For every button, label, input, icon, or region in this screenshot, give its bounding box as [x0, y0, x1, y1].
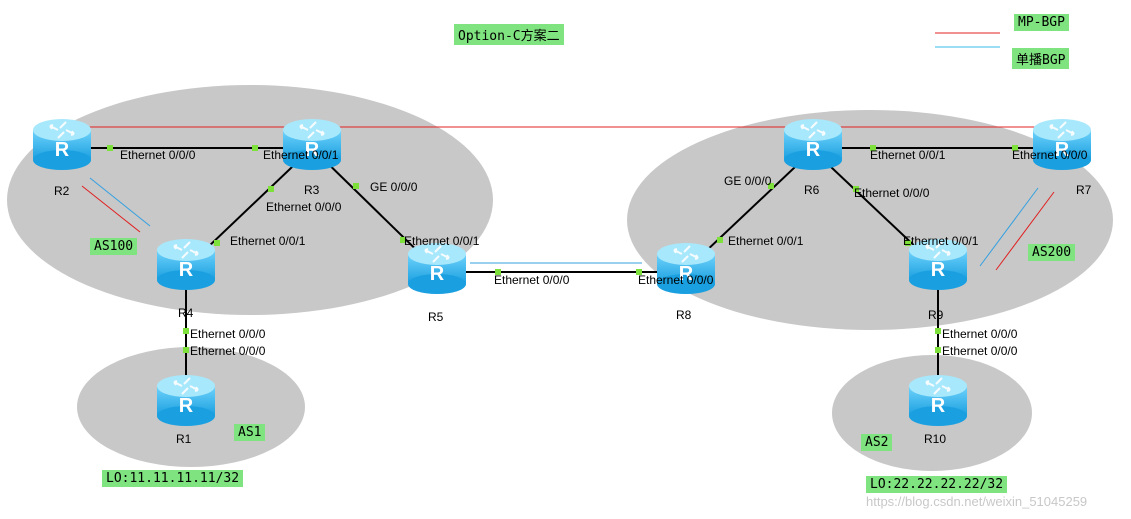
iface-r1-eth000: Ethernet 0/0/0	[190, 344, 266, 358]
router-r3-label: R3	[304, 183, 320, 197]
legend-unicast-bgp-label: 单播BGP	[1012, 48, 1070, 69]
unicast-bgp-line-r2-r4	[89, 177, 151, 227]
router-r5-icon[interactable]	[407, 242, 467, 295]
iface-r6-eth001: Ethernet 0/0/1	[870, 148, 946, 162]
iface-r10-eth000: Ethernet 0/0/0	[942, 344, 1018, 358]
iface-r6-ge000: GE 0/0/0	[724, 174, 772, 188]
r10-loopback-label: LO:22.22.22.22/32	[866, 476, 1008, 493]
iface-r5-eth000: Ethernet 0/0/0	[494, 273, 570, 287]
iface-r9-eth001: Ethernet 0/0/1	[903, 234, 979, 248]
iface-r7-eth000: Ethernet 0/0/0	[1012, 148, 1088, 162]
router-r8-label: R8	[676, 308, 692, 322]
iface-r5-eth001: Ethernet 0/0/1	[404, 234, 480, 248]
router-r9-label: R9	[928, 308, 944, 322]
router-r1-icon[interactable]	[156, 374, 216, 427]
router-r2-icon[interactable]	[32, 118, 92, 171]
mp-bgp-line-r7-r9	[995, 191, 1055, 271]
as100-label: AS100	[90, 238, 138, 255]
router-r10-label: R10	[924, 432, 947, 446]
port-dots	[107, 145, 1018, 353]
r1-loopback-label: LO:11.11.11.11/32	[102, 470, 244, 487]
iface-r8-eth000: Ethernet 0/0/0	[638, 273, 714, 287]
as1-label: AS1	[234, 424, 266, 441]
iface-r3-eth001: Ethernet 0/0/1	[263, 148, 339, 162]
router-r10-icon[interactable]	[908, 374, 968, 427]
iface-r4-eth001: Ethernet 0/0/1	[230, 234, 306, 248]
router-r7-label: R7	[1076, 183, 1092, 197]
router-r7-icon[interactable]	[1032, 118, 1092, 171]
iface-r8-eth001: Ethernet 0/0/1	[728, 234, 804, 248]
as2-label: AS2	[861, 434, 893, 451]
as100-area	[7, 85, 493, 315]
router-r5-label: R5	[428, 310, 444, 324]
watermark: https://blog.csdn.net/weixin_51045259	[866, 494, 1088, 509]
mp-bgp-line-r2-r4	[81, 185, 141, 233]
iface-r3-ge000: GE 0/0/0	[370, 180, 418, 194]
router-r3-icon[interactable]	[282, 118, 342, 171]
iface-r4-eth000: Ethernet 0/0/0	[190, 327, 266, 341]
iface-r2-eth000: Ethernet 0/0/0	[120, 148, 196, 162]
router-r2-label: R2	[54, 184, 70, 198]
legend-mp-bgp-label: MP-BGP	[1014, 14, 1069, 31]
router-r6-label: R6	[804, 183, 820, 197]
router-r4-icon[interactable]	[156, 238, 216, 291]
as200-area	[627, 110, 1113, 330]
unicast-bgp-line-r7-r9	[979, 187, 1039, 267]
router-r1-label: R1	[176, 432, 192, 446]
iface-r3-eth000: Ethernet 0/0/0	[266, 200, 342, 214]
iface-r9-eth000: Ethernet 0/0/0	[942, 327, 1018, 341]
physical-links	[62, 147, 1062, 390]
as200-label: AS200	[1028, 244, 1076, 261]
router-r6-icon[interactable]	[783, 118, 843, 171]
iface-r6-eth000: Ethernet 0/0/0	[854, 186, 930, 200]
diagram-title: Option-C方案二	[454, 24, 564, 45]
router-r4-label: R4	[178, 306, 194, 320]
